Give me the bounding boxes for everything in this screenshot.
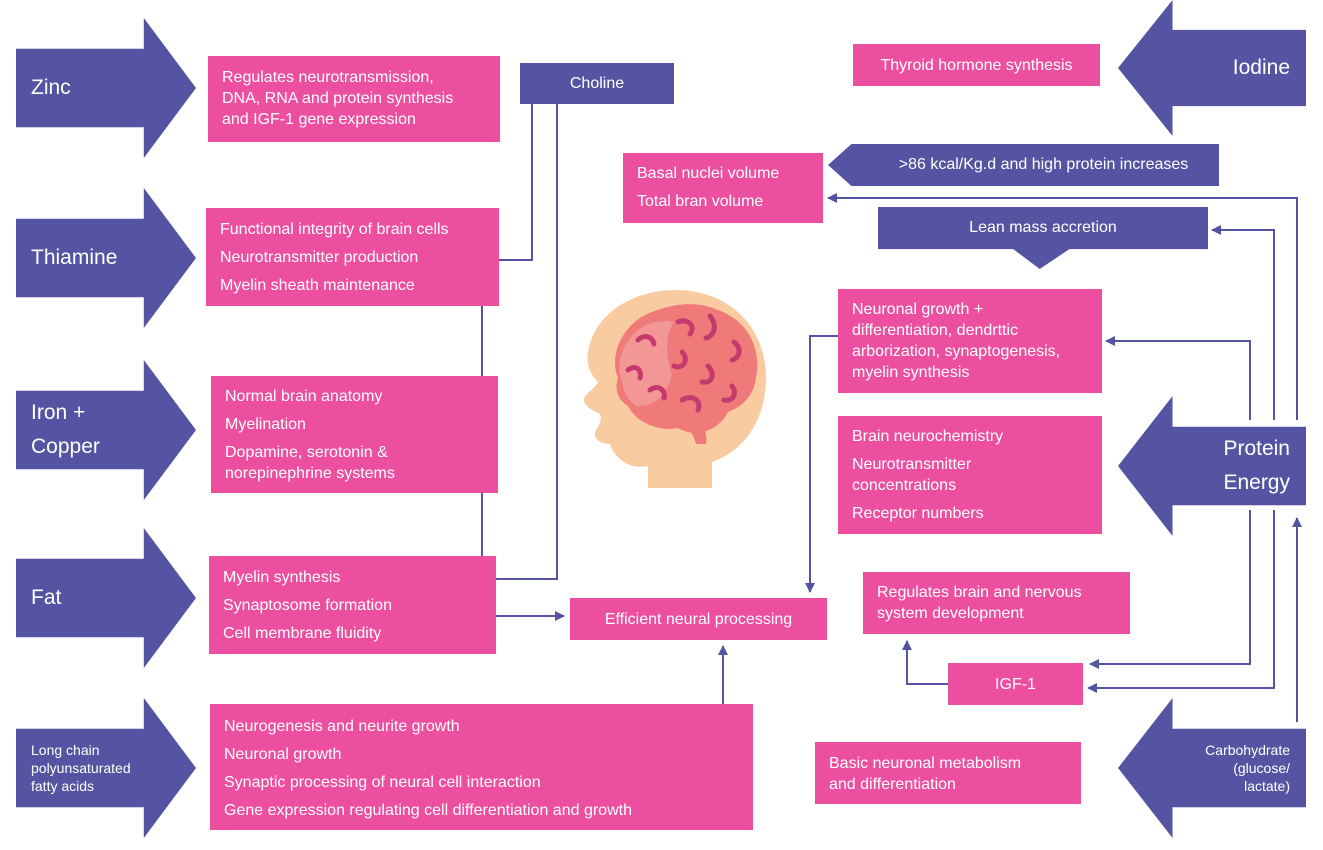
fat-effects-box: Myelin synthesis Synaptosome formation C… xyxy=(209,556,496,654)
choline-label: Choline xyxy=(569,74,625,92)
neurochem-1: Brain neurochemistry xyxy=(852,428,1004,445)
neurochem-3: concentrations xyxy=(852,477,957,494)
zinc-label: Zinc xyxy=(31,76,71,99)
thiamine-effects-box: Functional integrity of brain cells Neur… xyxy=(206,208,499,306)
lcpufa-effect-1: Neurogenesis and neurite growth xyxy=(224,718,460,735)
lcpufa-label: Long chain polyunsaturated fatty acids xyxy=(31,742,131,794)
iron-copper-label: Iron + Copper xyxy=(31,401,100,458)
basal-volume-2: Total bran volume xyxy=(637,193,764,210)
choline-box: Choline xyxy=(520,63,674,104)
neuronal-growth-2: differentiation, dendrttic xyxy=(852,322,1019,339)
igf1-to-regulates-line xyxy=(902,640,948,685)
thiamine-effect-1: Functional integrity of brain cells xyxy=(220,221,449,238)
neurochem-4: Receptor numbers xyxy=(852,505,984,522)
thyroid-label: Thyroid hormone synthesis xyxy=(880,56,1073,74)
basic-metabolism-2: and differentiation xyxy=(829,776,956,793)
protein-to-basal-volume-line xyxy=(827,193,1298,420)
iron-effect-2: Myelination xyxy=(225,416,306,433)
thiamine-effect-2: Neurotransmitter production xyxy=(220,249,419,266)
efficient-processing-label: Efficient neural processing xyxy=(604,610,793,628)
kcal-note-label: >86 kcal/Kg.d and high protein increases xyxy=(898,156,1189,173)
iron-effect-4: norepinephrine systems xyxy=(225,465,395,482)
igf1-label: IGF-1 xyxy=(995,675,1036,693)
protein-to-lean-mass-line xyxy=(1211,225,1275,420)
thiamine-label: Thiamine xyxy=(31,246,118,269)
iron-effects-box: Normal brain anatomy Myelination Dopamin… xyxy=(211,376,498,493)
regulates-brain-2: system development xyxy=(877,605,1024,622)
zinc-effects-box: Regulates neurotransmission, DNA, RNA an… xyxy=(208,56,500,142)
fat-label: Fat xyxy=(31,586,62,609)
thyroid-box: Thyroid hormone synthesis xyxy=(853,44,1100,86)
regulates-brain-1: Regulates brain and nervous xyxy=(877,584,1082,601)
protein-energy-label: Protein Energy xyxy=(1223,437,1290,494)
basal-volume-1: Basal nuclei volume xyxy=(637,165,780,182)
lcpufa-effect-3: Synaptic processing of neural cell inter… xyxy=(224,774,541,791)
thiamine-effect-3: Myelin sheath maintenance xyxy=(220,277,415,294)
lcpufa-effect-4: Gene expression regulating cell differen… xyxy=(224,802,632,819)
neuronal-growth-box: Neuronal growth + differentiation, dendr… xyxy=(838,289,1102,393)
zinc-effect-1: Regulates neurotransmission, xyxy=(222,69,434,86)
regulates-brain-box: Regulates brain and nervous system devel… xyxy=(863,572,1130,634)
zinc-effect-3: and IGF-1 gene expression xyxy=(222,111,416,128)
lcpufa-effect-2: Neuronal growth xyxy=(224,746,342,763)
neuronal-growth-3: arborization, synaptogenesis, xyxy=(852,343,1061,360)
neurochem-box: Brain neurochemistry Neurotransmitter co… xyxy=(838,416,1102,534)
lcpufa-effects-box: Neurogenesis and neurite growth Neuronal… xyxy=(210,704,753,830)
lean-mass-label: Lean mass accretion xyxy=(969,219,1117,236)
fat-effect-1: Myelin synthesis xyxy=(223,569,341,586)
baby-head-with-brain-icon xyxy=(584,290,766,488)
kcal-note-arrow: >86 kcal/Kg.d and high protein increases xyxy=(828,144,1219,186)
iron-effect-3: Dopamine, serotonin & xyxy=(225,444,388,461)
carbohydrate-label: Carbohydrate (glucose/ lactate) xyxy=(1205,742,1290,794)
neuronal-growth-1: Neuronal growth + xyxy=(852,301,984,318)
efficient-processing-box: Efficient neural processing xyxy=(570,598,827,640)
iron-effect-1: Normal brain anatomy xyxy=(225,388,383,405)
fat-effect-2: Synaptosome formation xyxy=(223,597,392,614)
protein-to-neuronal-growth-line xyxy=(1105,336,1251,420)
basal-volume-box: Basal nuclei volume Total bran volume xyxy=(623,153,823,223)
neurochem-2: Neurotransmitter xyxy=(852,456,972,473)
protein-to-regulates-line xyxy=(1089,510,1251,669)
zinc-effect-2: DNA, RNA and protein synthesis xyxy=(222,90,454,107)
fat-effect-3: Cell membrane fluidity xyxy=(223,625,382,642)
basic-metabolism-box: Basic neuronal metabolism and differenti… xyxy=(815,742,1081,804)
neuronal-growth-to-efficient-processing-line xyxy=(805,335,838,593)
igf1-box: IGF-1 xyxy=(948,663,1083,705)
basic-metabolism-1: Basic neuronal metabolism xyxy=(829,755,1022,772)
protein-to-igf1-line xyxy=(1087,510,1275,693)
iodine-label: Iodine xyxy=(1232,56,1290,79)
neuronal-growth-4: myelin synthesis xyxy=(852,364,970,381)
